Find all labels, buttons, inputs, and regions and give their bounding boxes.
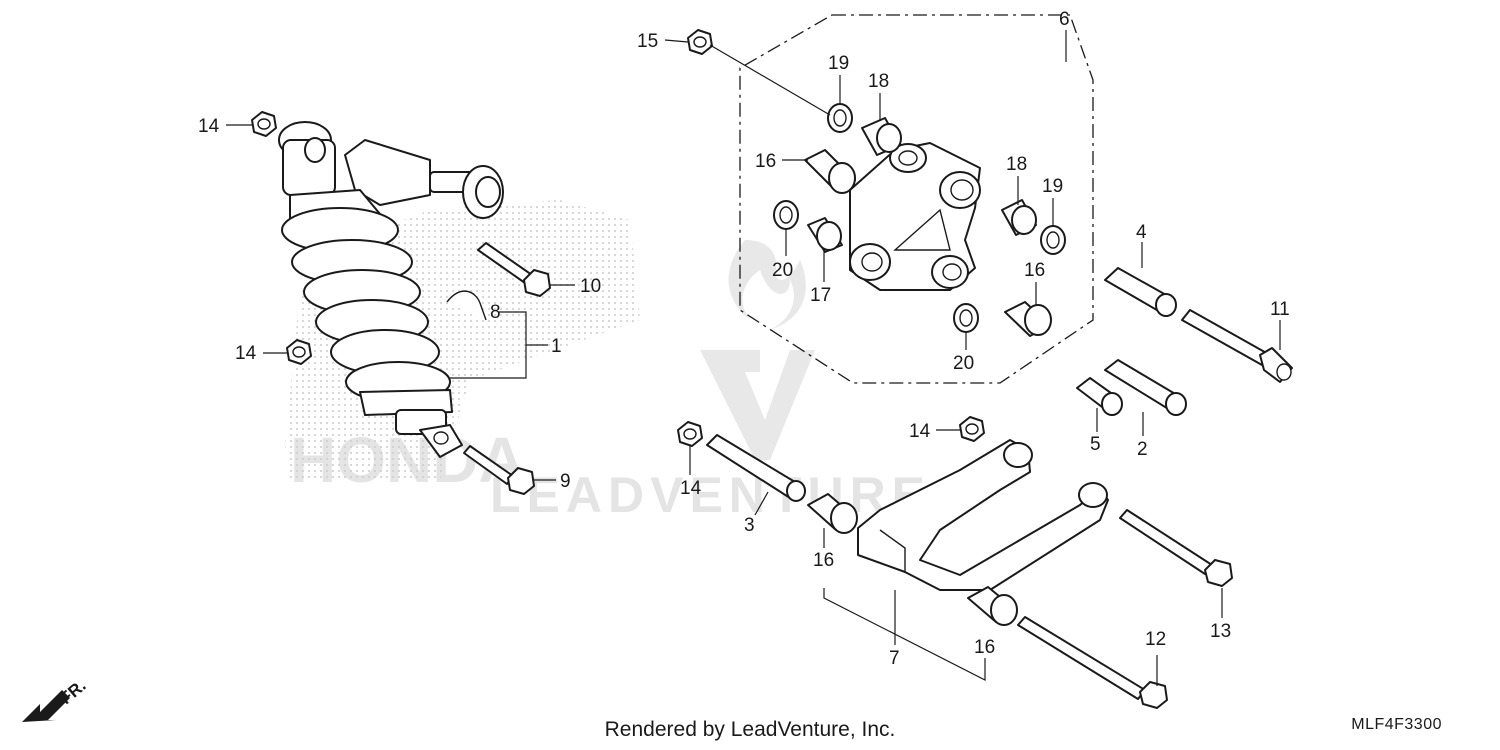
seal-19-left[interactable] [827,103,853,133]
nut-14-top[interactable] [251,111,277,137]
bolt-13[interactable] [1119,509,1233,587]
callout-11[interactable]: 11 [1270,299,1290,320]
bearing-18-right[interactable] [1001,199,1037,236]
callout-3[interactable]: 3 [744,515,755,536]
leader-lines [226,30,1281,686]
bearing-16-lower-right[interactable] [967,586,1018,626]
callout-16-lower-left[interactable]: 16 [813,550,834,571]
nut-14-mid[interactable] [286,339,312,365]
callout-14-mid[interactable]: 14 [235,343,257,364]
callout-20-left[interactable]: 20 [772,260,793,281]
callout-16-lower-right[interactable]: 16 [974,637,995,658]
bolt-9[interactable] [463,445,535,495]
callout-18-left[interactable]: 18 [868,71,889,92]
nut-14-rod[interactable] [959,416,985,442]
callout-13[interactable]: 13 [1210,621,1231,642]
bearing-16-right[interactable] [1004,301,1052,337]
bearing-16-upper[interactable] [804,149,856,194]
bearing-16-lower-left[interactable] [807,493,858,534]
nut-14-left[interactable] [677,421,703,447]
callout-16-right[interactable]: 16 [1024,260,1045,281]
callout-14-top[interactable]: 14 [198,116,220,137]
callout-6[interactable]: 6 [1059,9,1070,30]
callout-2[interactable]: 2 [1137,439,1148,460]
callout-7[interactable]: 7 [889,648,900,669]
callout-labels: 14 14 10 9 8 1 15 19 18 16 20 17 18 19 1… [198,9,1290,669]
callout-14-rod[interactable]: 14 [909,421,931,442]
callout-15[interactable]: 15 [637,31,658,52]
collar-3[interactable] [706,434,806,502]
bearing-17[interactable] [807,217,843,253]
nut-15[interactable] [687,29,713,55]
connecting-rod[interactable] [857,439,1109,591]
seal-19-right[interactable] [1040,225,1066,255]
seal-20-right[interactable] [953,303,979,333]
callout-9[interactable]: 9 [560,471,571,492]
front-arrow: FR. [22,676,90,722]
callout-18-right[interactable]: 18 [1006,154,1027,175]
callout-19-left[interactable]: 19 [828,53,849,74]
callout-20-right[interactable]: 20 [953,353,974,374]
rendered-by-footer: Rendered by LeadVenture, Inc. [604,718,896,741]
bolt-11[interactable] [1181,309,1293,383]
callout-12[interactable]: 12 [1145,629,1166,650]
callout-5[interactable]: 5 [1090,434,1101,455]
callout-14-left[interactable]: 14 [680,478,702,499]
diagram-code: MLF4F3300 [1351,716,1442,733]
leadventure-watermark-text: LEADVENTURE [490,467,931,523]
collar-5[interactable] [1076,377,1123,416]
callout-17[interactable]: 17 [810,285,831,306]
callout-4[interactable]: 4 [1136,222,1147,243]
shock-arm[interactable] [849,142,981,291]
callout-10[interactable]: 10 [580,276,601,297]
front-arrow-icon [22,690,70,722]
bearing-18-left[interactable] [861,117,902,156]
collar-4[interactable] [1104,267,1177,317]
callout-19-right[interactable]: 19 [1042,176,1063,197]
callout-8[interactable]: 8 [490,302,501,323]
spring-clip[interactable] [446,290,487,321]
callout-1[interactable]: 1 [551,336,562,357]
collar-2[interactable] [1104,359,1187,416]
callout-16-upper[interactable]: 16 [755,151,776,172]
bolt-10[interactable] [477,242,551,297]
rear-shock-absorber[interactable] [278,121,504,458]
assembly-boundary [739,14,1094,384]
seal-20-left[interactable] [773,200,799,230]
bolt-12[interactable] [1017,616,1168,709]
